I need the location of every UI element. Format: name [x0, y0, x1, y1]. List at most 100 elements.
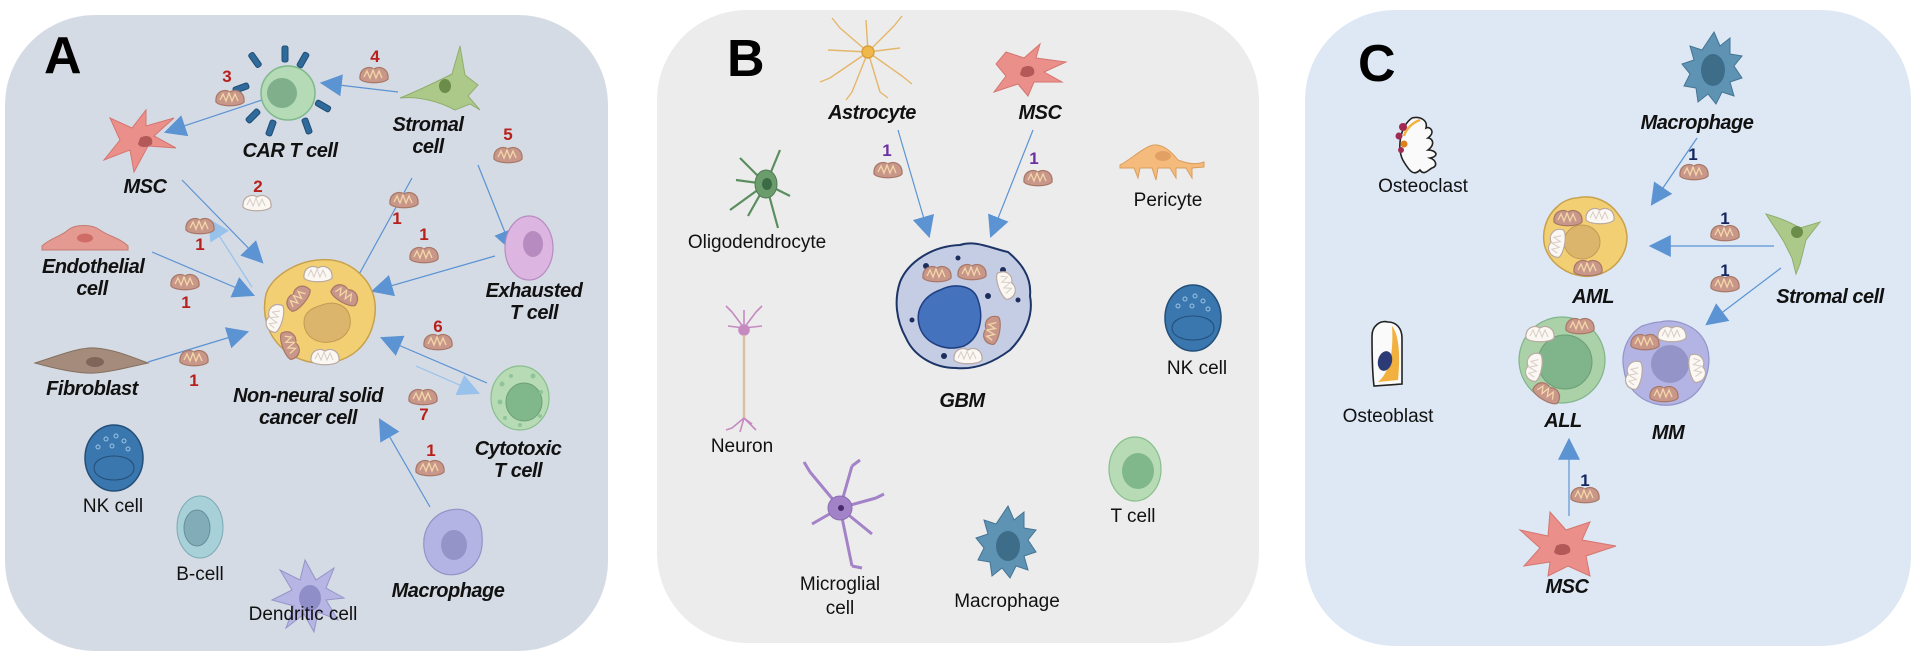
label-exhausted-t-cell: Exhausted T cell [485, 280, 583, 325]
label-b-cell: B-cell [176, 564, 224, 585]
macrophage-icon [423, 508, 483, 576]
panel-c-hematologic [1305, 10, 1911, 646]
mitochondrion-icon [1553, 209, 1583, 227]
label-gbm: GBM [939, 390, 985, 412]
mitochondrion-icon [415, 459, 445, 477]
exhausted-t-cell-icon [504, 215, 554, 281]
arrow-endothelial-to-cancer [151, 251, 256, 298]
ref-number: 1 [195, 235, 205, 254]
label-fibroblast: Fibroblast [46, 378, 138, 400]
label-macrophage: Macrophage [391, 580, 505, 602]
macrophage-icon [975, 504, 1037, 579]
label-neuron: Neuron [710, 436, 774, 457]
label-oligodendrocyte: Oligodendrocyte [687, 232, 827, 253]
label-car-t-cell: CAR T cell [242, 140, 338, 162]
ref-number: 1 [426, 441, 436, 460]
label-msc: MSC [1545, 576, 1589, 598]
nk-cell-icon [1164, 284, 1222, 352]
mitochondrion-icon [1649, 385, 1679, 403]
mitochondrion-icon [359, 66, 389, 84]
osteoclast-icon [1395, 116, 1437, 174]
msc-cell-icon [992, 42, 1068, 97]
arrow-macrophage-to-cancer [378, 418, 431, 508]
stromal-cell-icon [399, 45, 481, 111]
astrocyte-icon [819, 15, 913, 101]
cytotoxic-t-cell-icon [490, 365, 550, 431]
neuron-icon [725, 305, 763, 433]
ref-number: 1 [419, 225, 429, 244]
ref-number: 1 [1720, 261, 1730, 280]
label-endothelial-cell: Endothelial cell [42, 256, 145, 301]
stromal-cell-icon [1764, 213, 1822, 276]
label-macrophage: Macrophage [954, 591, 1060, 612]
arrow-cancer-to-cytotoxic [415, 365, 481, 396]
ref-number: 2 [253, 177, 263, 196]
label-microglial-cell-line1: Microglial [799, 574, 881, 595]
ref-number: 1 [189, 371, 199, 390]
label-t-cell: T cell [1110, 506, 1156, 527]
label-microglial-cell-line2: cell [825, 598, 855, 619]
label-pericyte: Pericyte [1133, 190, 1203, 211]
msc-cell-icon [1518, 510, 1617, 577]
osteoblast-icon [1371, 320, 1403, 387]
mitochondrion-icon [922, 265, 952, 283]
mitochondrion-icon [303, 265, 333, 283]
label-msc: MSC [1018, 102, 1062, 124]
mitochondrion-icon [408, 388, 438, 406]
label-mm: MM [1651, 422, 1685, 444]
nk-cell-icon [84, 424, 144, 492]
label-nk-cell: NK cell [82, 496, 144, 517]
label-stromal-cell: Stromal cell [392, 114, 464, 159]
label-dendritic-cell: Dendritic cell [248, 604, 358, 625]
b-cell-icon [176, 495, 224, 559]
microglial-cell-icon [802, 458, 885, 570]
arrow-exhausted-to-cancer [370, 255, 496, 297]
label-astrocyte: Astrocyte [828, 102, 916, 124]
t-cell-icon [1108, 436, 1162, 502]
mitochondrion-icon [873, 161, 903, 179]
ref-number: 4 [370, 47, 380, 66]
mitochondrion-icon [389, 191, 419, 209]
panel-c-letter: C [1358, 35, 1396, 93]
mitochondrion-icon [242, 194, 272, 212]
mitochondrion-icon [185, 217, 215, 235]
panel-b-letter: B [727, 30, 765, 88]
mitochondrion-icon [1525, 325, 1555, 343]
arrow-fibroblast-to-cancer [147, 327, 250, 363]
dendritic-cell-icon [270, 558, 346, 634]
label-all: ALL [1544, 410, 1582, 432]
fibroblast-icon [33, 347, 150, 374]
oligodendrocyte-icon [729, 149, 791, 229]
ref-number: 1 [1029, 149, 1039, 168]
mitochondrion-icon [310, 348, 340, 366]
mitochondrion-icon [1679, 163, 1709, 181]
mitochondrion-icon [423, 333, 453, 351]
mitochondrion-icon [1630, 333, 1660, 351]
arrow-astrocyte-to-gbm [897, 129, 934, 239]
mitochondrion-icon [179, 349, 209, 367]
pericyte-icon [1119, 144, 1205, 181]
label-non-neural-solid-cancer-cell: Non-neural solid cancer cell [233, 385, 383, 430]
ref-number: 1 [1580, 471, 1590, 490]
label-msc: MSC [123, 176, 167, 198]
ref-number: 1 [392, 209, 402, 228]
ref-number: 7 [419, 405, 429, 424]
label-osteoblast: Osteoblast [1342, 406, 1434, 427]
arrow-cart-to-msc [163, 99, 263, 137]
mitochondrion-icon [1657, 325, 1687, 343]
label-stromal-cell: Stromal cell [1776, 286, 1884, 308]
mitochondrion-icon [1565, 317, 1595, 335]
mitochondrion-icon [1585, 207, 1615, 225]
ref-number: 1 [882, 141, 892, 160]
mitochondrion-icon [170, 273, 200, 291]
panel-a-letter: A [44, 27, 82, 85]
mitochondrion-icon [493, 146, 523, 164]
arrow-stromal-to-cart [319, 74, 399, 97]
endothelial-cell-icon [41, 225, 129, 251]
ref-number: 1 [1720, 209, 1730, 228]
mitochondrion-icon [1023, 169, 1053, 187]
ref-number: 6 [433, 317, 443, 336]
msc-cell-icon [102, 108, 177, 174]
mitochondrion-icon [215, 89, 245, 107]
arrow-cancer-to-msc [207, 218, 253, 288]
